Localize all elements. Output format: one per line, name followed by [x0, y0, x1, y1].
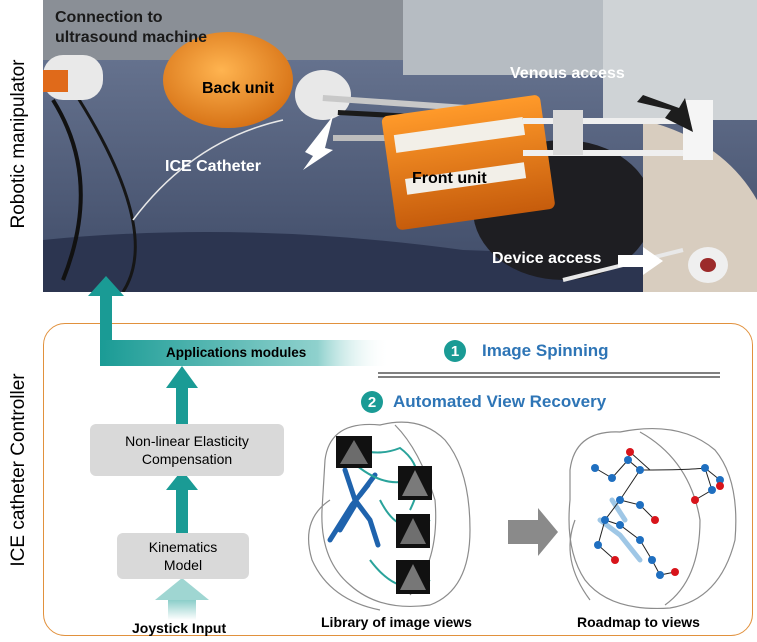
- ultrasound-thumbnails: [336, 436, 432, 594]
- feature-2-badge: 2: [361, 391, 383, 413]
- elasticity-compensation-box: Non-linear Elasticity Compensation: [90, 424, 284, 476]
- controller-frame: [43, 323, 753, 636]
- joystick-input-label: Joystick Input: [132, 620, 227, 636]
- library-caption: Library of image views: [321, 614, 472, 630]
- photo-scene: [43, 0, 757, 292]
- arrow-kinematics-to-elasticity: [166, 470, 198, 533]
- feature-1-badge: 1: [444, 340, 466, 362]
- connection-label: Connection to ultrasound machine: [55, 9, 208, 46]
- back-unit-label: Back unit: [202, 80, 275, 97]
- front-unit-label: Front unit: [412, 170, 487, 187]
- ice-catheter-label: ICE Catheter: [165, 158, 262, 175]
- kinematics-model-box: Kinematics Model: [117, 533, 249, 579]
- robotic-manipulator-photo: Connection to ultrasound machine Back un…: [43, 0, 757, 292]
- roadmap-heart-sketch: [568, 427, 737, 610]
- applications-band: [100, 340, 390, 366]
- library-to-roadmap-arrow: [508, 508, 558, 556]
- roadmap-caption: Roadmap to views: [577, 614, 700, 630]
- device-access-label: Device access: [492, 250, 602, 267]
- arrow-elasticity-to-applications: [166, 366, 198, 425]
- image-spinning-label: Image Spinning: [482, 341, 609, 360]
- applications-modules-label: Applications modules: [166, 345, 307, 360]
- arrow-joystick-to-kinematics: [155, 578, 209, 620]
- automated-view-recovery-label: Automated View Recovery: [393, 392, 607, 411]
- roadmap-nodes-red: [611, 448, 724, 576]
- venous-access-label: Venous access: [510, 65, 625, 82]
- roadmap-light-vessels: [597, 497, 643, 563]
- library-vessels: [327, 467, 381, 548]
- roadmap-nodes-blue: [591, 456, 724, 579]
